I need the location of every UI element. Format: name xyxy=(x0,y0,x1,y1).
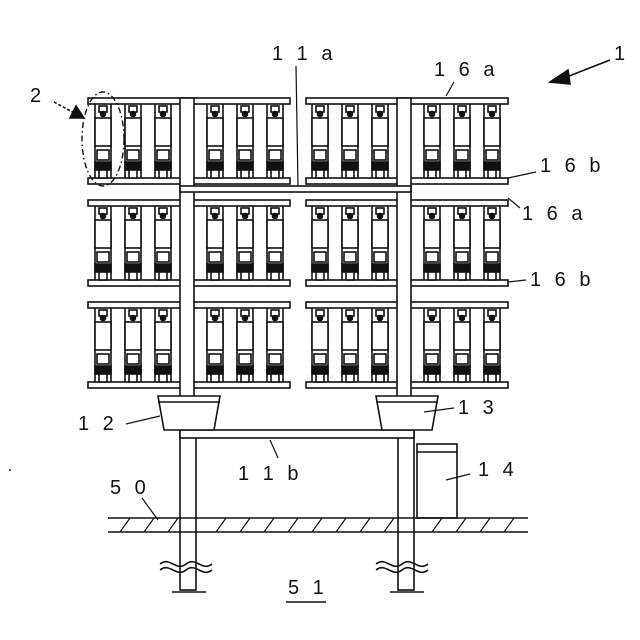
floor-hatch xyxy=(432,518,442,532)
cell-unit xyxy=(484,308,500,382)
label-floor: 5 0 xyxy=(110,478,150,498)
cell-unit xyxy=(424,308,440,382)
floor-hatch xyxy=(288,518,298,532)
floor-hatch xyxy=(240,518,250,532)
cell-unit xyxy=(237,308,253,382)
floor-hatch xyxy=(168,518,178,532)
label-ground: 5 1 xyxy=(288,578,328,598)
label-shelf-bottom-1: 1 6 b xyxy=(540,156,604,176)
right-post xyxy=(397,98,411,398)
label-shelf-top-2: 1 6 a xyxy=(522,204,586,224)
floor-hatch xyxy=(480,518,490,532)
cell-unit xyxy=(312,308,328,382)
label-right-base: 1 3 xyxy=(458,398,498,418)
right-leg xyxy=(398,432,414,590)
cell-unit xyxy=(207,206,223,280)
cell-unit xyxy=(454,206,470,280)
cell-unit xyxy=(372,308,388,382)
cell-unit xyxy=(237,104,253,178)
cell-unit xyxy=(207,104,223,178)
shelf-panels xyxy=(88,98,508,388)
upper-beam xyxy=(180,186,411,192)
cell-unit xyxy=(267,104,283,178)
label-upper-beam: 1 1 a xyxy=(272,44,336,64)
cell-unit xyxy=(424,206,440,280)
left-base-tub xyxy=(158,396,220,430)
label-lower-beam: 1 1 b xyxy=(238,464,302,484)
floor-hatch xyxy=(360,518,370,532)
cell-unit xyxy=(155,206,171,280)
cell-unit xyxy=(95,104,111,178)
cell-unit xyxy=(267,206,283,280)
cell-unit xyxy=(372,104,388,178)
floor-hatch xyxy=(120,518,130,532)
floor-hatch xyxy=(216,518,226,532)
box-14 xyxy=(417,444,457,518)
floor-hatch xyxy=(336,518,346,532)
cell-unit xyxy=(484,104,500,178)
floor-hatch xyxy=(456,518,466,532)
rack-arrowhead-icon xyxy=(550,70,570,84)
cell-unit xyxy=(207,308,223,382)
cell-unit xyxy=(267,308,283,382)
cell-unit xyxy=(312,206,328,280)
rack-arrow xyxy=(564,60,610,78)
floor-hatch xyxy=(144,518,154,532)
label-left-base: 1 2 xyxy=(78,414,118,434)
label-box: 1 4 xyxy=(478,460,518,480)
cell-unit xyxy=(95,206,111,280)
floor-hatch xyxy=(384,518,394,532)
cell-unit xyxy=(125,206,141,280)
cell-unit xyxy=(342,206,358,280)
cell-unit xyxy=(125,308,141,382)
cell-unit xyxy=(454,308,470,382)
left-post xyxy=(180,98,194,398)
label-shelf-top-1: 1 6 a xyxy=(434,60,498,80)
floor-hatch xyxy=(504,518,514,532)
label-rack: 1 xyxy=(614,44,629,64)
floor-hatch xyxy=(264,518,274,532)
label-cell-unit: 2 xyxy=(30,86,45,106)
floor-hatch xyxy=(312,518,322,532)
lower-beam xyxy=(180,430,414,438)
cell-unit xyxy=(125,104,141,178)
cell-unit xyxy=(237,206,253,280)
cell-unit xyxy=(372,206,388,280)
cell-unit xyxy=(155,308,171,382)
cell-unit xyxy=(155,104,171,178)
cell-unit xyxy=(484,206,500,280)
cell-unit xyxy=(95,308,111,382)
cell-unit xyxy=(342,308,358,382)
label-shelf-bottom-2: 1 6 b xyxy=(530,270,594,290)
cell-unit xyxy=(424,104,440,178)
cell-unit xyxy=(342,104,358,178)
cell-unit xyxy=(454,104,470,178)
right-base-tub xyxy=(376,396,438,430)
cell-unit xyxy=(312,104,328,178)
